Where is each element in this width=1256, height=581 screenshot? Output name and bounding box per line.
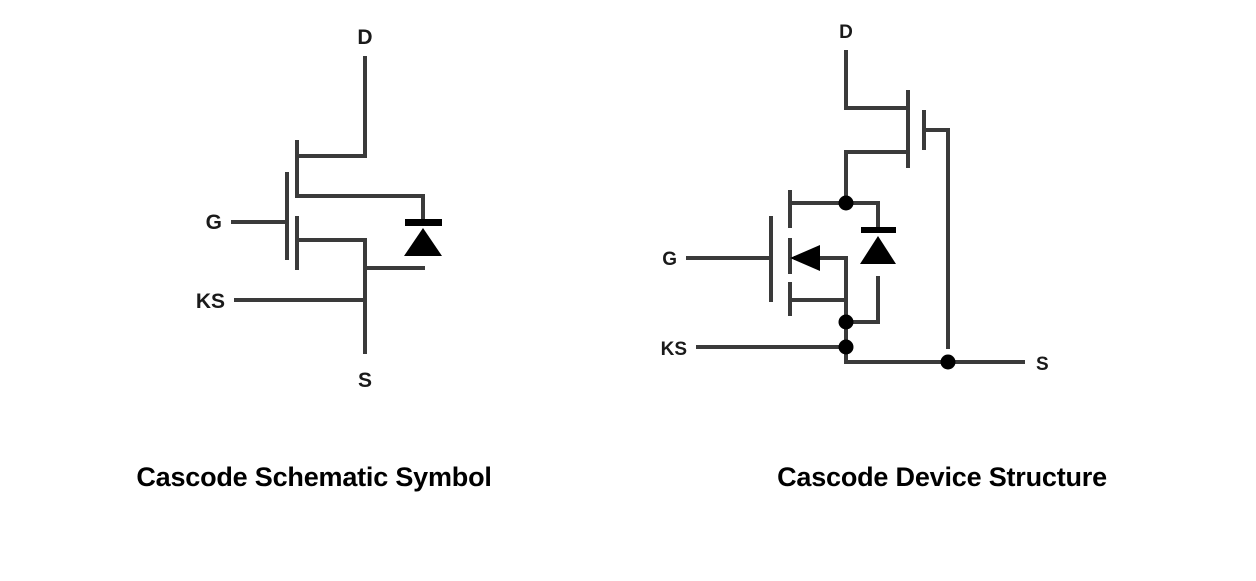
junction-dot-drain-node	[838, 195, 854, 211]
diode-triangle	[860, 236, 896, 264]
diode-cathode-bar	[861, 227, 896, 233]
terminal-label-gate: G	[662, 249, 677, 270]
panel-cascode-schematic-symbol: D G KS S Cascode Schematic Symbol	[136, 26, 492, 492]
terminal-label-drain: D	[839, 22, 853, 43]
diode-cathode-bar	[405, 219, 442, 226]
body-diode-symbol	[404, 219, 442, 256]
diode-triangle	[404, 228, 442, 256]
schematic-symbol-drawing: D G KS S	[196, 26, 442, 392]
caption-cascode-device-structure: Cascode Device Structure	[777, 462, 1107, 492]
junction-dot-source-node	[838, 314, 854, 330]
device-structure-drawing: D G KS S	[661, 22, 1049, 375]
panel-cascode-device-structure: D G KS S Cascode Device Structure	[628, 0, 1256, 581]
terminal-label-kelvin-source: KS	[661, 339, 687, 360]
terminal-label-source: S	[358, 369, 372, 392]
junction-dot-kelvin-source-node	[838, 339, 854, 355]
caption-cascode-schematic-symbol: Cascode Schematic Symbol	[136, 462, 492, 492]
terminal-label-drain: D	[357, 26, 372, 49]
body-diode-symbol	[860, 227, 896, 264]
junction-dot-source-terminal-node	[940, 354, 956, 370]
terminal-label-kelvin-source: KS	[196, 290, 225, 313]
terminal-label-source: S	[1036, 354, 1049, 375]
terminal-label-gate: G	[206, 211, 222, 234]
mosfet-body-arrow	[790, 245, 820, 271]
